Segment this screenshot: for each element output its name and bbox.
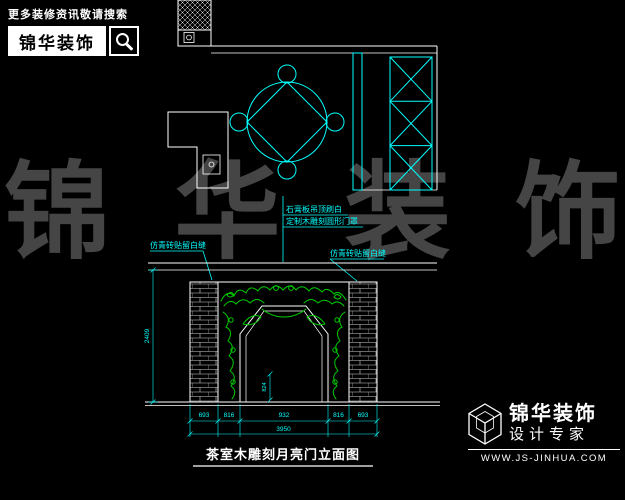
dim-gate-text: 824 (262, 382, 268, 391)
brick-pier-left (189, 281, 219, 403)
promo-header: 更多装修资讯敬请搜索 锦华装饰 (8, 6, 139, 56)
carved-foliage (220, 285, 347, 400)
dim-segment-text: 816 (333, 412, 344, 419)
label-brick-right: 仿青砖贴留白缝 (330, 248, 386, 258)
wall-column-hatch (177, 0, 212, 47)
footer-subtitle: 设计专家 (509, 426, 590, 444)
dim-segment-text: 693 (199, 412, 210, 419)
table-diamond (246, 81, 328, 163)
chair (277, 160, 297, 180)
cube-logo-icon (468, 403, 502, 445)
elevation-view (145, 262, 440, 406)
label-gate-cover: 定制木雕刻圆形门罩 (286, 216, 358, 226)
footer-divider (468, 449, 620, 450)
brick-pier-right (348, 281, 378, 403)
brand-name-box: 锦华装饰 (8, 26, 106, 56)
chair (325, 112, 345, 132)
chair (277, 64, 297, 84)
dim-segment-text: 932 (279, 412, 290, 419)
drawing-title-group: 茶室木雕刻月亮门立面图 (193, 447, 373, 467)
plan-view (167, 0, 438, 191)
search-icon (115, 32, 129, 46)
footer-text-stack: 锦华装饰 设计专家 (509, 403, 597, 445)
footer-row: 锦华装饰 设计专家 (468, 403, 620, 445)
label-ceiling: 石膏板吊顶刷白 (286, 204, 342, 214)
footer-brand: 锦华装饰 (509, 403, 597, 426)
dimension-texts: 693 816 932 816 693 3950 2409 824 (144, 328, 369, 433)
annotation-leaders (150, 196, 384, 282)
annotation-texts: 石膏板吊顶刷白 定制木雕刻圆形门罩 仿青砖贴留白缝 仿青砖贴留白缝 (150, 204, 386, 258)
search-box (109, 26, 139, 56)
dim-total-text: 3950 (276, 426, 291, 433)
label-brick-left: 仿青砖贴留白缝 (150, 240, 206, 250)
moon-gate-opening (239, 305, 329, 402)
tea-counter (167, 111, 229, 189)
wardrobe-xbox (352, 52, 433, 191)
dining-table-group (229, 64, 345, 180)
dimension-lines (148, 267, 380, 437)
drawing-title: 茶室木雕刻月亮门立面图 (206, 447, 360, 462)
promo-tagline: 更多装修资讯敬请搜索 (8, 9, 128, 21)
table-circle (246, 81, 328, 163)
brand-footer: 锦华装饰 设计专家 WWW.JS-JINHUA.COM (468, 403, 620, 464)
promo-row: 锦华装饰 (8, 26, 139, 56)
dim-segment-text: 816 (224, 412, 235, 419)
plan-walls (211, 45, 438, 191)
footer-website: WWW.JS-JINHUA.COM (480, 453, 608, 464)
dim-segment-text: 693 (358, 412, 369, 419)
dim-height-text: 2409 (144, 328, 151, 343)
chair (229, 112, 249, 132)
